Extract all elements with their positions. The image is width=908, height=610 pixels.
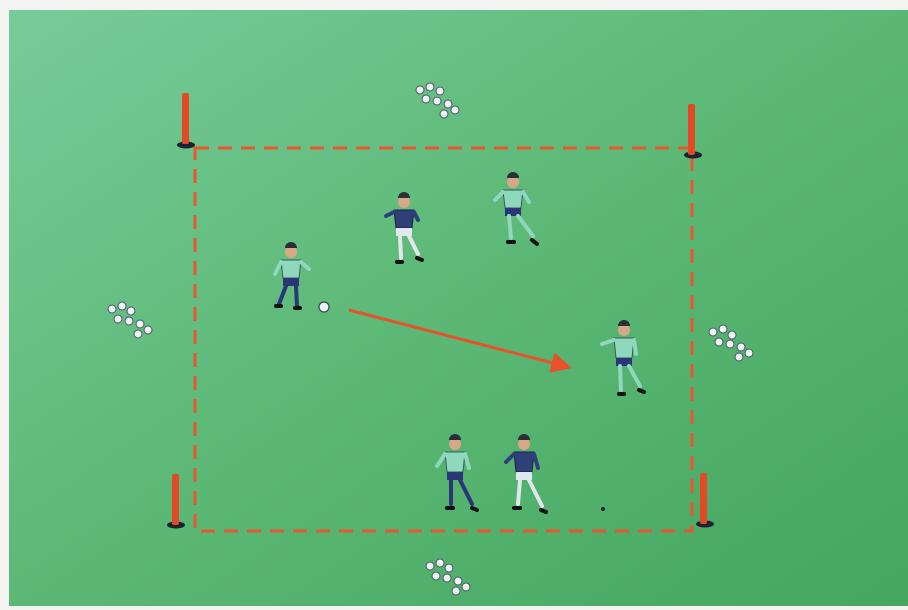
ball-in-play xyxy=(319,302,329,312)
ball-loose xyxy=(601,507,605,511)
